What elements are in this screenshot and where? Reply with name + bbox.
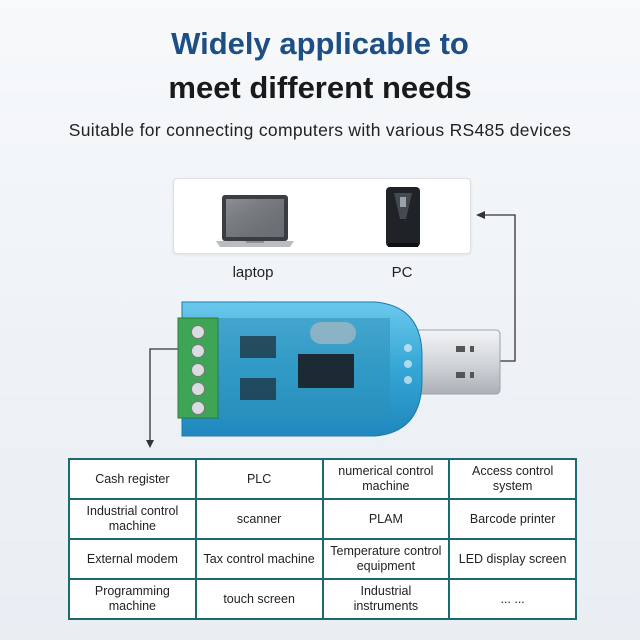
- table-cell: scanner: [194, 498, 324, 540]
- subtitle: Suitable for connecting computers with v…: [68, 120, 572, 140]
- table-row: Industrial control machine scanner PLAM …: [68, 498, 577, 540]
- applications-table: Cash register PLC numerical control mach…: [68, 458, 577, 620]
- table-cell: numerical control machine: [321, 458, 451, 500]
- title-line-1: Widely applicable to: [171, 26, 469, 61]
- table-cell: LED display screen: [448, 538, 577, 580]
- laptop-label: laptop: [232, 264, 274, 281]
- table-cell: External modem: [68, 538, 197, 580]
- table-cell: touch screen: [194, 578, 324, 620]
- table-cell: Programming machine: [68, 578, 197, 620]
- table-row: Cash register PLC numerical control mach…: [68, 458, 577, 500]
- arrow-to-table: [149, 348, 178, 441]
- table-cell: PLC: [194, 458, 324, 500]
- arrow-head-down: [146, 440, 154, 448]
- table-cell: Access control system: [448, 458, 577, 500]
- devices-illustration: [216, 187, 420, 247]
- terminal-block: [177, 317, 219, 419]
- table-cell: Cash register: [68, 458, 197, 500]
- laptop-icon: [216, 195, 294, 247]
- pc-label: PC: [391, 264, 413, 281]
- title-line-2: meet different needs: [168, 70, 472, 105]
- table-cell: Industrial instruments: [321, 578, 451, 620]
- pc-tower-icon: [386, 187, 420, 247]
- device-panel: [173, 178, 471, 254]
- table-row: Programming machine touch screen Industr…: [68, 578, 577, 620]
- table-cell: Tax control machine: [194, 538, 324, 580]
- arrow-to-device-box: [482, 214, 516, 362]
- table-cell: ... ...: [448, 578, 577, 620]
- arrow-head-right: [476, 211, 485, 219]
- table-row: External modem Tax control machine Tempe…: [68, 538, 577, 580]
- table-cell: Barcode printer: [448, 498, 577, 540]
- table-cell: Temperature control equipment: [321, 538, 451, 580]
- usb-rs485-adapter: [177, 301, 501, 437]
- adapter-shell: [181, 301, 423, 437]
- table-cell: Industrial control machine: [68, 498, 197, 540]
- table-cell: PLAM: [321, 498, 451, 540]
